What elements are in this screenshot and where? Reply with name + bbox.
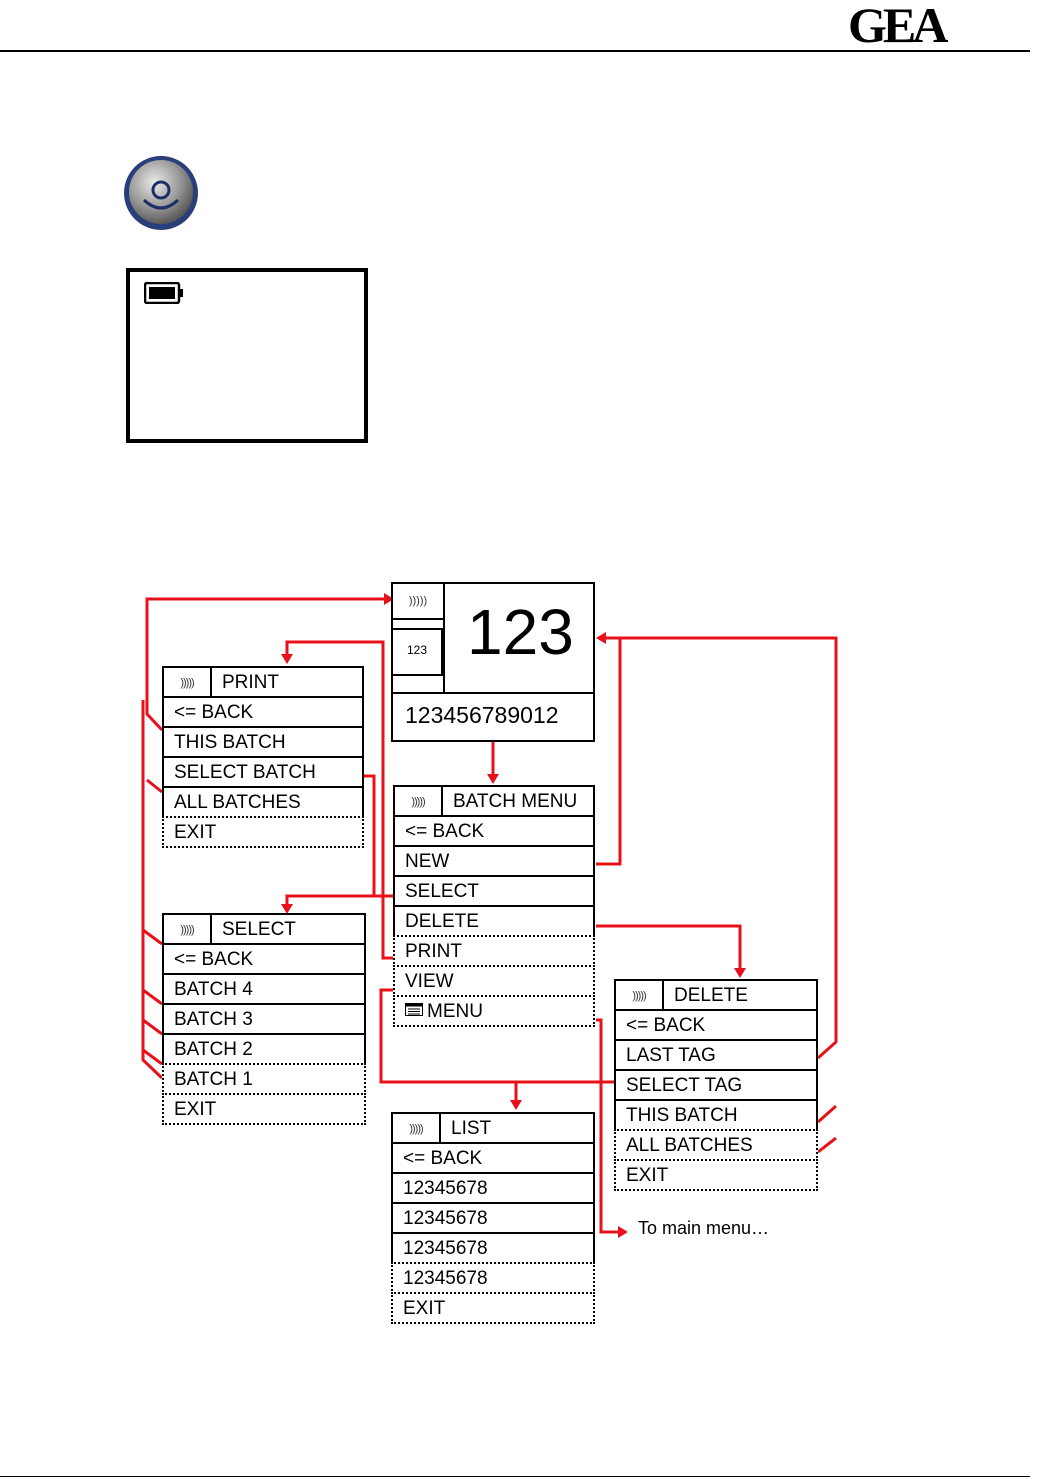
- menu-item-back[interactable]: <= BACK: [162, 943, 366, 975]
- mini-number: 123: [393, 628, 443, 676]
- list-item[interactable]: 12345678: [391, 1172, 595, 1204]
- menu-title: DELETE: [674, 985, 748, 1006]
- menu-item-all-batches[interactable]: ALL BATCHES: [162, 786, 364, 818]
- menu-item-exit[interactable]: EXIT: [162, 1093, 366, 1125]
- delete-menu: ))))) DELETE <= BACK LAST TAG SELECT TAG…: [614, 979, 818, 1191]
- menu-item-exit[interactable]: EXIT: [162, 816, 364, 848]
- signal-icon: ))))): [164, 915, 212, 943]
- signal-icon: ))))): [164, 668, 212, 696]
- svg-text:GEA: GEA: [848, 0, 948, 48]
- tag-screen: ))))) 123 123 123456789012: [391, 582, 595, 742]
- main-menu-note: To main menu…: [638, 1218, 770, 1238]
- signal-icon: ))))): [393, 584, 445, 620]
- tag-number: 123456789012: [405, 702, 559, 728]
- menu-item-back[interactable]: <= BACK: [393, 815, 595, 847]
- footer-rule: [0, 1476, 1030, 1477]
- menu-item-back[interactable]: <= BACK: [614, 1009, 818, 1041]
- signal-icon: ))))): [393, 1114, 441, 1142]
- divider: [443, 584, 445, 692]
- print-menu: ))))) PRINT <= BACK THIS BATCH SELECT BA…: [162, 666, 364, 848]
- menu-header: ))))) LIST: [391, 1112, 595, 1144]
- list-item[interactable]: 12345678: [391, 1232, 595, 1264]
- menu-item-menu-label: MENU: [427, 1001, 483, 1022]
- menu-item-batch-3[interactable]: BATCH 3: [162, 1003, 366, 1035]
- battery-icon: [144, 282, 183, 304]
- menu-item-exit[interactable]: EXIT: [614, 1159, 818, 1191]
- menu-item-menu[interactable]: MENU: [393, 995, 595, 1027]
- menu-item-new[interactable]: NEW: [393, 845, 595, 877]
- select-menu: ))))) SELECT <= BACK BATCH 4 BATCH 3 BAT…: [162, 913, 366, 1125]
- menu-item-this-batch[interactable]: THIS BATCH: [162, 726, 364, 758]
- big-number: 123: [467, 596, 574, 668]
- menu-header: ))))) SELECT: [162, 913, 366, 945]
- list-item[interactable]: 12345678: [391, 1202, 595, 1234]
- display-screen: [126, 268, 368, 443]
- menu-title: SELECT: [222, 919, 296, 940]
- menu-header: ))))) BATCH MENU: [393, 785, 595, 817]
- header-rule: [0, 50, 1030, 52]
- menu-item-view[interactable]: VIEW: [393, 965, 595, 997]
- menu-item-batch-1[interactable]: BATCH 1: [162, 1063, 366, 1095]
- menu-item-select[interactable]: SELECT: [393, 875, 595, 907]
- menu-header: ))))) DELETE: [614, 979, 818, 1011]
- menu-item-back[interactable]: <= BACK: [162, 696, 364, 728]
- menu-item-all-batches[interactable]: ALL BATCHES: [614, 1129, 818, 1161]
- batch-menu: ))))) BATCH MENU <= BACK NEW SELECT DELE…: [393, 785, 595, 1027]
- menu-item-last-tag[interactable]: LAST TAG: [614, 1039, 818, 1071]
- menu-title: BATCH MENU: [453, 791, 578, 812]
- signal-icon: ))))): [616, 981, 664, 1009]
- menu-item-batch-2[interactable]: BATCH 2: [162, 1033, 366, 1065]
- menu-header: ))))) PRINT: [162, 666, 364, 698]
- menu-list-icon: [405, 1003, 423, 1017]
- menu-title: PRINT: [222, 672, 279, 693]
- menu-item-this-batch[interactable]: THIS BATCH: [614, 1099, 818, 1131]
- menu-title: LIST: [451, 1118, 492, 1139]
- menu-item-delete[interactable]: DELETE: [393, 905, 595, 937]
- menu-item-back[interactable]: <= BACK: [391, 1142, 595, 1174]
- divider: [393, 692, 593, 694]
- signal-icon: ))))): [395, 787, 443, 815]
- menu-item-select-batch[interactable]: SELECT BATCH: [162, 756, 364, 788]
- menu-item-exit[interactable]: EXIT: [391, 1292, 595, 1324]
- list-menu: ))))) LIST <= BACK 12345678 12345678 123…: [391, 1112, 595, 1324]
- menu-item-print[interactable]: PRINT: [393, 935, 595, 967]
- list-item[interactable]: 12345678: [391, 1262, 595, 1294]
- menu-item-select-tag[interactable]: SELECT TAG: [614, 1069, 818, 1101]
- menu-item-batch-4[interactable]: BATCH 4: [162, 973, 366, 1005]
- gea-logo: GEA: [848, 0, 952, 48]
- scan-button-icon: [124, 156, 198, 230]
